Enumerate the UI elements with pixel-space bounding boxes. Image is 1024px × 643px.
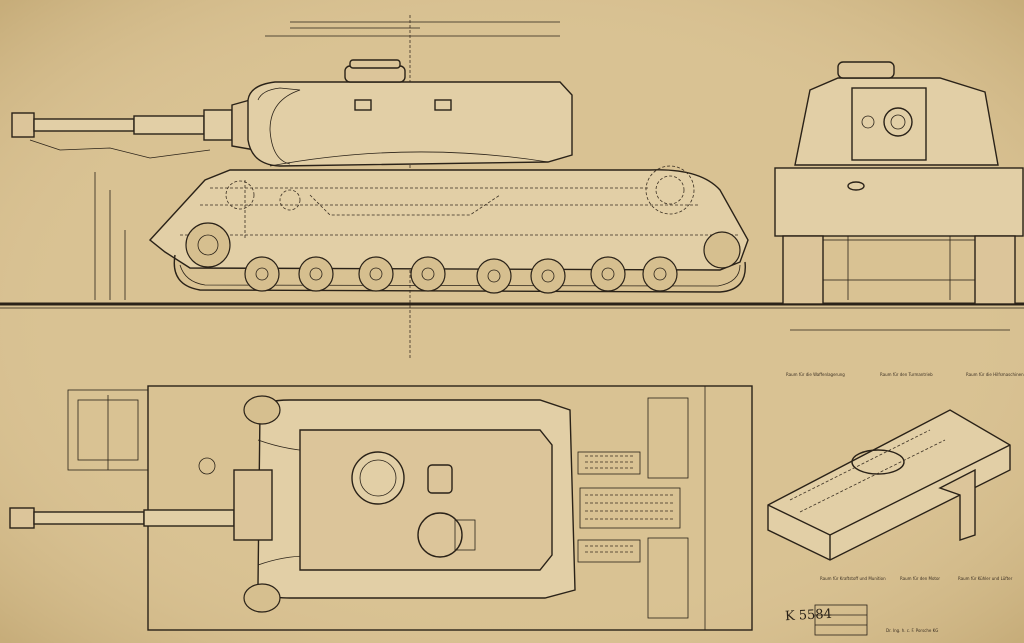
turret-side — [247, 59, 573, 167]
signature-line: Dr. Ing. h. c. F. Porsche KG — [886, 628, 939, 633]
annotation-space-2: Raum für den Turmantrieb — [880, 372, 933, 377]
drawing-number: K 5584 — [784, 606, 833, 625]
annotation-space-3: Raum für die Hilfsmaschinen — [966, 372, 1024, 377]
isometric-hull — [767, 409, 1011, 561]
annotation-space-5: Raum für den Motor — [900, 576, 941, 581]
tracks-side — [173, 222, 746, 294]
engine-grilles — [577, 451, 681, 563]
annotation-space-1: Raum für die Waffenlagerung — [786, 372, 845, 377]
side-view — [0, 15, 1024, 360]
annotation-space-6: Raum für Kühler und Lüfter — [958, 576, 1013, 581]
road-wheels — [244, 256, 678, 294]
front-view — [774, 61, 1024, 331]
top-view — [9, 385, 753, 631]
hull-side — [148, 165, 749, 271]
annotation-space-4: Raum für Kraftstoff und Munition — [820, 576, 886, 581]
main-gun-side — [11, 99, 256, 159]
title-block-stamp — [814, 604, 868, 636]
drive-sprocket — [185, 222, 231, 268]
idler-wheel — [703, 231, 741, 269]
